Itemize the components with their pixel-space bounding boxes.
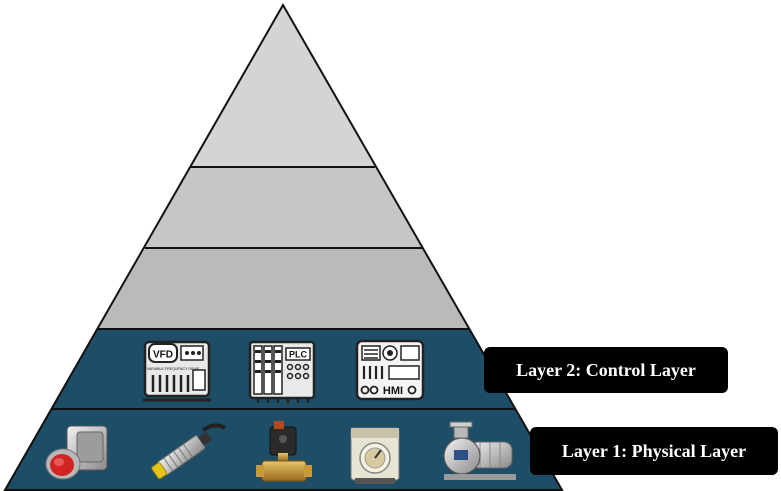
- centrifugal-pump-icon: [443, 421, 516, 480]
- layer-2-control-label: Layer 2: Control Layer: [484, 347, 728, 393]
- pyramid-outline: [3, 2, 564, 491]
- plc-icon-label: PLC: [289, 350, 308, 360]
- vfd-icon-label: VFD: [153, 350, 173, 361]
- hmi-icon-label: HMI: [383, 385, 403, 397]
- proximity-sensor-icon: [151, 423, 227, 480]
- tier-separators: [52, 166, 515, 410]
- push-button-icon: [45, 425, 108, 480]
- hmi-icon: HMI: [355, 339, 425, 401]
- tier-lower-middle: [98, 248, 469, 329]
- tier-top: [191, 5, 375, 167]
- vfd-icon: VFD VARIABLE FREQUENCY DRIVE: [143, 340, 211, 402]
- tier-upper-middle: [145, 167, 422, 248]
- timer-relay-icon: [350, 427, 400, 484]
- vfd-icon-subtext: VARIABLE FREQUENCY DRIVE: [147, 367, 200, 371]
- layer-1-physical-label: Layer 1: Physical Layer: [530, 427, 778, 475]
- solenoid-valve-icon: [256, 421, 312, 482]
- plc-icon: PLC: [248, 340, 316, 403]
